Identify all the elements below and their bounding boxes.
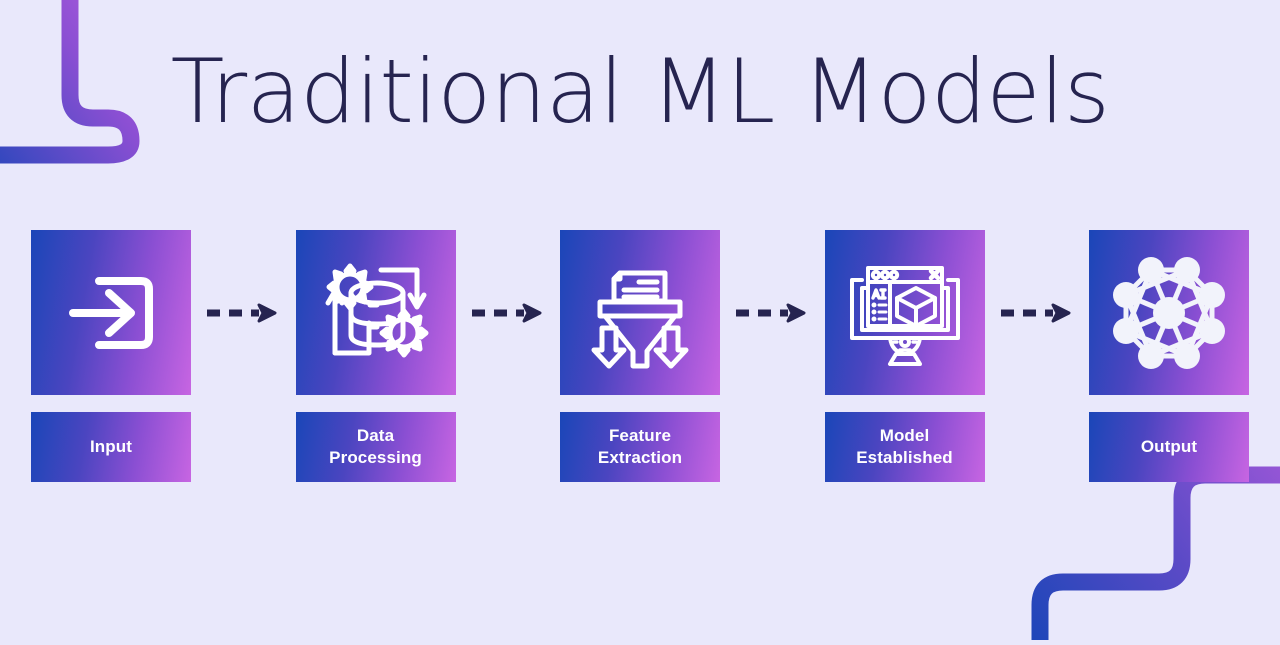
data-processing-label-card[interactable]: Data Processing xyxy=(295,412,456,482)
model-established-label-card[interactable]: Model Established xyxy=(824,412,985,482)
input-label-card[interactable]: Input xyxy=(31,412,191,482)
pipeline-flow: Input xyxy=(31,230,1249,482)
connector-1 xyxy=(191,230,296,395)
feature-extraction-label-card[interactable]: Feature Extraction xyxy=(560,412,720,482)
monitor-ai-cube-icon xyxy=(849,265,960,366)
connector-3 xyxy=(720,230,825,395)
model-established-icon-card[interactable] xyxy=(824,230,985,395)
pipeline-step-data-processing[interactable]: Data Processing xyxy=(295,230,456,482)
neural-network-icon xyxy=(1113,256,1225,369)
dashed-arrow-right-icon xyxy=(1000,303,1071,322)
step-label: Input xyxy=(89,436,133,456)
step-label: Data Processing xyxy=(329,425,422,467)
feature-extraction-icon-card[interactable] xyxy=(560,230,720,395)
funnel-document-icon xyxy=(591,270,689,368)
page-title: Traditional ML Models xyxy=(170,40,1110,143)
dashed-arrow-right-icon xyxy=(736,303,806,322)
login-arrow-icon xyxy=(69,276,153,349)
step-label: Output xyxy=(1140,436,1198,456)
data-processing-icon-card[interactable] xyxy=(295,230,456,395)
output-icon-card[interactable] xyxy=(1089,230,1249,395)
dashed-arrow-right-icon xyxy=(471,303,542,322)
pipeline-step-feature-extraction[interactable]: Feature Extraction xyxy=(560,230,720,482)
pipeline-step-model-established[interactable]: Model Established xyxy=(824,230,985,482)
output-label-card[interactable]: Output xyxy=(1089,412,1249,482)
step-label: Feature Extraction xyxy=(597,425,683,467)
pipeline-step-output[interactable]: Output xyxy=(1089,230,1249,482)
connector-2 xyxy=(456,230,561,395)
database-gears-icon xyxy=(325,263,428,357)
pipeline-step-input[interactable]: Input xyxy=(31,230,191,482)
step-label: Model Established xyxy=(856,425,953,467)
dashed-arrow-right-icon xyxy=(207,303,277,322)
input-icon-card[interactable] xyxy=(31,230,191,395)
connector-4 xyxy=(985,230,1090,395)
